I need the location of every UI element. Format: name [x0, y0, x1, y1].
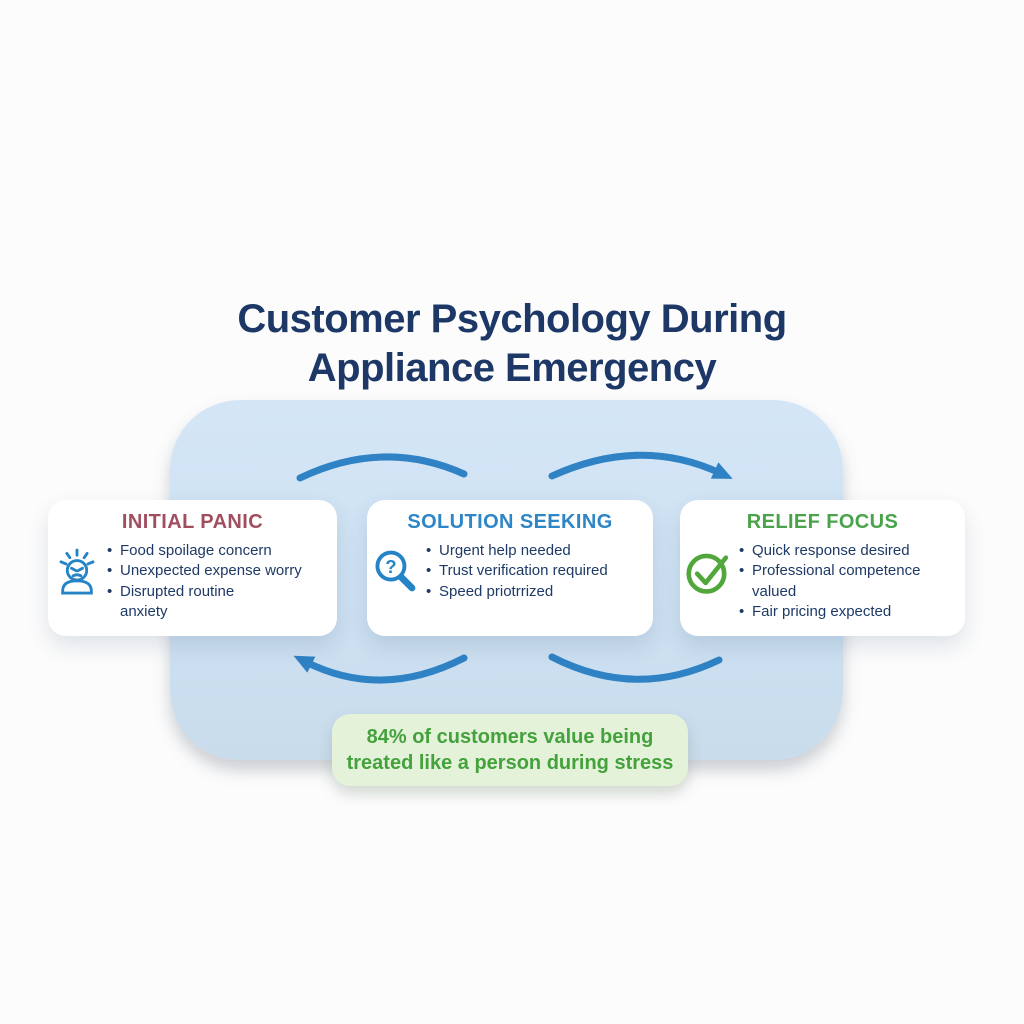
stage-body: Quick response desired Professional comp… [680, 541, 965, 623]
bullet-item: Trust verification required [425, 561, 608, 582]
stage-title-solution-seeking: SOLUTION SEEKING [407, 511, 613, 533]
bullet-item: Disrupted routine anxiety [106, 582, 302, 623]
bullet-item: Urgent help needed [425, 541, 608, 562]
page-title-line1: Customer Psychology During [237, 296, 787, 341]
bullet-item: Professional competence valued [738, 561, 959, 602]
stage-bullets: Urgent help needed Trust verification re… [425, 541, 614, 603]
bullet-item: Fair pricing expected [738, 602, 959, 623]
page-title-line2: Appliance Emergency [307, 345, 717, 390]
stage-bullets: Food spoilage concern Unexpected expense… [106, 541, 308, 623]
stage-card-initial-panic: INITIAL PANIC Food spoilage concern [48, 500, 337, 636]
stat-callout: 84% of customers value being treated lik… [332, 714, 688, 786]
bullet-item: Food spoilage concern [106, 541, 302, 562]
stage-card-relief-focus: RELIEF FOCUS Quick response desired Prof… [680, 500, 965, 636]
stage-card-solution-seeking: SOLUTION SEEKING ? Urgent help needed Tr… [367, 500, 653, 636]
stage-bullets: Quick response desired Professional comp… [738, 541, 965, 623]
magnifier-question-icon: ? [367, 545, 425, 599]
stage-title-initial-panic: INITIAL PANIC [121, 511, 264, 533]
page-title: Customer Psychology During Appliance Eme… [0, 295, 1024, 393]
stage-body: ? Urgent help needed Trust verification … [367, 541, 653, 603]
stage-body: Food spoilage concern Unexpected expense… [48, 541, 337, 623]
check-circle-icon [680, 545, 738, 599]
bullet-item: Unexpected expense worry [106, 561, 302, 582]
bullet-item: Speed priotrrized [425, 582, 608, 603]
bullet-item: Quick response desired [738, 541, 959, 562]
stressed-person-icon [48, 545, 106, 599]
svg-text:?: ? [385, 556, 396, 577]
stage-title-relief-focus: RELIEF FOCUS [746, 511, 899, 533]
stat-text: 84% of customers value being treated lik… [346, 726, 674, 774]
